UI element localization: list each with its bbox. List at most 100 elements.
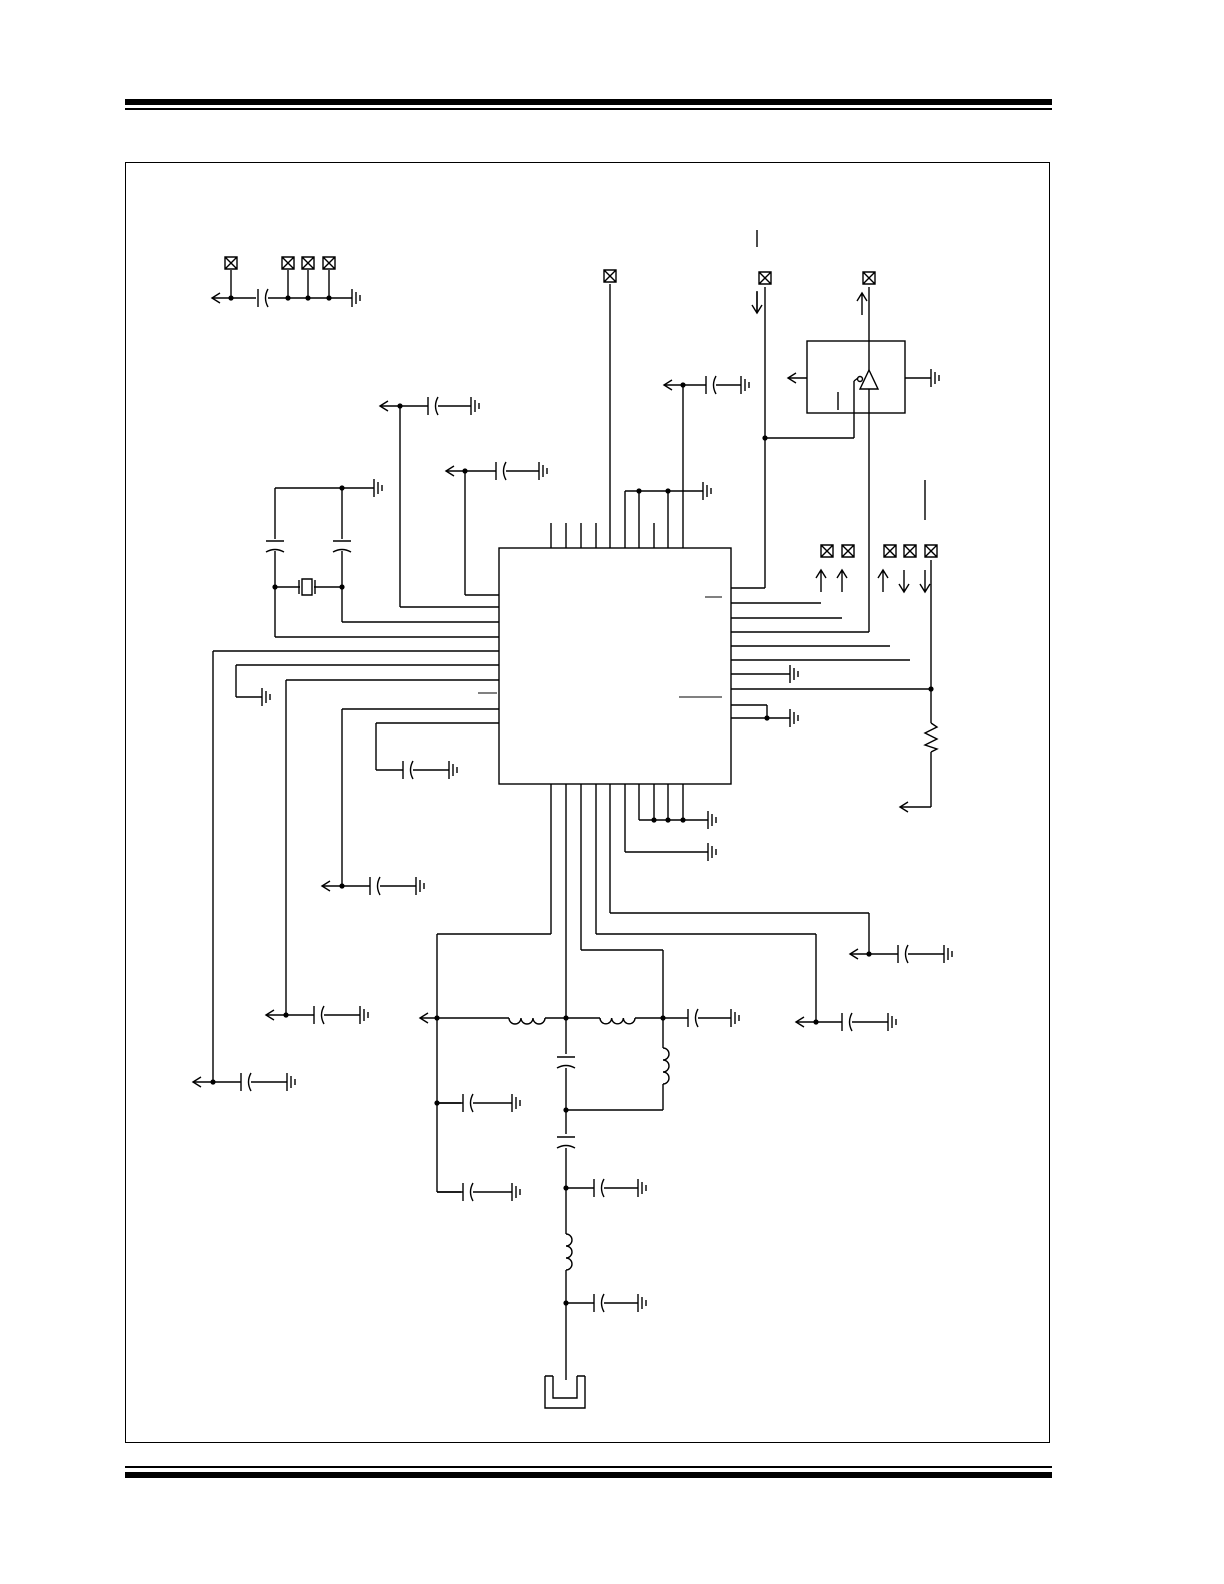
ground-icon bbox=[882, 1013, 897, 1031]
ground-icon bbox=[533, 462, 548, 480]
junction-dot bbox=[339, 584, 345, 590]
supply-arrow-icon bbox=[210, 292, 221, 304]
ground-icon bbox=[784, 665, 799, 683]
junction-dot bbox=[866, 951, 872, 957]
ic-right-pins bbox=[731, 287, 931, 719]
footer-rule-thick bbox=[125, 1472, 1052, 1478]
capacitor-icon bbox=[257, 288, 269, 308]
junction-dot bbox=[651, 817, 657, 823]
test-point-icon bbox=[883, 544, 897, 558]
test-point-icon bbox=[281, 256, 295, 270]
capacitor-icon bbox=[240, 1072, 252, 1092]
junction-dot bbox=[305, 295, 311, 301]
inductor-icon bbox=[565, 1233, 573, 1271]
junction-dot bbox=[665, 817, 671, 823]
test-point-icon bbox=[903, 544, 917, 558]
junction-dot bbox=[563, 1107, 569, 1113]
ground-icon bbox=[702, 843, 717, 861]
junction-dot bbox=[272, 584, 278, 590]
test-point-icon bbox=[322, 256, 336, 270]
buffer-block bbox=[756, 230, 926, 632]
supply-arrow-icon bbox=[418, 1012, 429, 1024]
junction-dot bbox=[326, 295, 332, 301]
ground-icon bbox=[256, 688, 271, 706]
ground-icon bbox=[506, 1094, 521, 1112]
ground-icon bbox=[784, 709, 799, 727]
ic-top-pins bbox=[550, 284, 697, 548]
footer-rule-thin bbox=[125, 1466, 1052, 1468]
junction-dot bbox=[285, 295, 291, 301]
ground-icon bbox=[465, 397, 480, 415]
junction-dot bbox=[563, 1300, 569, 1306]
junction-dot bbox=[434, 1015, 440, 1021]
capacitor-icon bbox=[427, 396, 439, 416]
crystal-icon bbox=[298, 578, 316, 596]
ground-icon bbox=[443, 761, 458, 779]
junction-dot bbox=[764, 715, 770, 721]
junction-dot bbox=[228, 295, 234, 301]
junction-dot bbox=[563, 1185, 569, 1191]
header-rule-thin bbox=[125, 108, 1052, 110]
capacitor-icon bbox=[402, 760, 414, 780]
junction-dot bbox=[665, 488, 671, 494]
junction-dot bbox=[462, 468, 468, 474]
capacitor-icon bbox=[265, 540, 285, 553]
capacitor-icon bbox=[841, 1012, 853, 1032]
test-point-icon bbox=[224, 256, 238, 270]
pullup-network bbox=[900, 560, 932, 808]
connector-jumper bbox=[212, 270, 346, 299]
capacitor-icon bbox=[332, 540, 352, 553]
crystal-network bbox=[274, 487, 368, 637]
ground-icon bbox=[925, 369, 940, 387]
junction-dot bbox=[813, 1019, 819, 1025]
test-point-icon bbox=[758, 271, 772, 285]
supply-arrow-icon bbox=[919, 570, 931, 594]
inductor-icon bbox=[599, 1017, 636, 1025]
supply-arrow-icon bbox=[815, 568, 827, 592]
supply-arrow-icon bbox=[856, 291, 868, 315]
resistor-icon bbox=[923, 722, 939, 753]
junction-dot bbox=[762, 435, 768, 441]
ground-icon bbox=[506, 1183, 521, 1201]
supply-arrow-icon bbox=[898, 801, 909, 813]
inversion-bubble bbox=[856, 375, 864, 383]
header-rule-thick bbox=[125, 99, 1052, 105]
ground-icon bbox=[368, 479, 383, 497]
capacitor-icon bbox=[462, 1093, 474, 1113]
junction-dot bbox=[397, 403, 403, 409]
rf-matching-network bbox=[420, 934, 687, 1380]
junction-dot bbox=[636, 488, 642, 494]
figure-frame bbox=[125, 162, 1050, 1443]
ground-icon bbox=[632, 1294, 647, 1312]
junction-dot bbox=[434, 1100, 440, 1106]
antenna-connector bbox=[544, 1375, 586, 1409]
supply-arrow-icon bbox=[898, 570, 910, 594]
test-point-icon bbox=[820, 544, 834, 558]
inductor-icon bbox=[662, 1047, 670, 1085]
capacitor-icon bbox=[593, 1178, 605, 1198]
test-point-icon bbox=[301, 256, 315, 270]
ic-left-pins bbox=[213, 406, 499, 771]
capacitor-icon bbox=[556, 1136, 576, 1149]
junction-dot bbox=[563, 1015, 569, 1021]
inductor-icon bbox=[508, 1017, 546, 1025]
junction-dot bbox=[660, 1015, 666, 1021]
ground-icon bbox=[697, 482, 712, 500]
capacitor-icon bbox=[369, 876, 381, 896]
ground-icon bbox=[354, 1006, 369, 1024]
ground-icon bbox=[281, 1073, 296, 1091]
test-point-icon bbox=[924, 544, 938, 558]
junction-dot bbox=[680, 382, 686, 388]
capacitor-icon bbox=[556, 1056, 576, 1069]
capacitor-icon bbox=[462, 1182, 474, 1202]
ground-icon bbox=[938, 945, 953, 963]
test-point-icon bbox=[603, 269, 617, 283]
main-ic bbox=[498, 547, 732, 785]
ground-icon bbox=[735, 376, 750, 394]
capacitor-icon bbox=[495, 461, 507, 481]
ground-icon bbox=[632, 1179, 647, 1197]
capacitor-icon bbox=[687, 1008, 699, 1028]
ground-icon bbox=[725, 1009, 740, 1027]
test-point-icon bbox=[841, 544, 855, 558]
